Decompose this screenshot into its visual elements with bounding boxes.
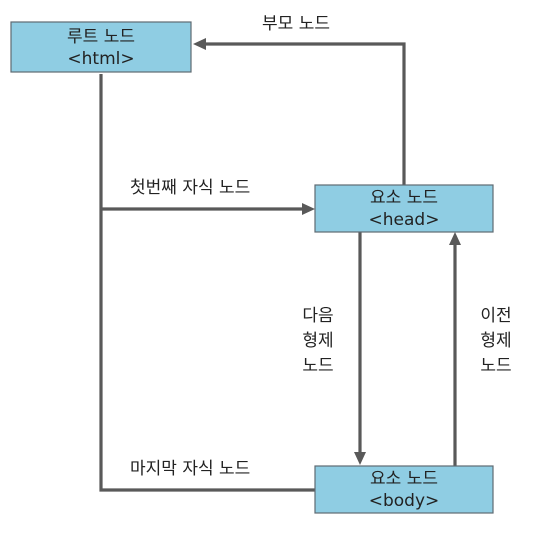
body-node-box — [314, 465, 494, 514]
next-sibling-arrowhead — [354, 452, 366, 465]
body-node-title: 요소 노드 — [370, 469, 438, 489]
next-sibling-label-line: 다음 — [302, 306, 333, 326]
next-sibling-label-line: 형제 — [302, 331, 333, 351]
next-sibling-edge-label: 다음 형제 노드 — [302, 306, 333, 376]
last-child-edge-label: 마지막 자식 노드 — [130, 459, 250, 479]
root-node: 루트 노드 <html> — [10, 21, 192, 73]
body-node-tag: <body> — [369, 491, 440, 511]
first-child-arrowhead — [302, 203, 315, 215]
edge-labels: 부모 노드 첫번째 자식 노드 마지막 자식 노드 다음 형제 노드 이전 형제… — [130, 14, 512, 479]
head-node-box — [314, 184, 494, 233]
next-sibling-label-line: 노드 — [302, 356, 333, 376]
parent-arrow-line — [206, 42, 406, 185]
previous-sibling-label-line: 이전 — [480, 306, 511, 326]
head-node-title: 요소 노드 — [370, 188, 438, 208]
head-node-tag: <head> — [369, 210, 440, 230]
root-node-tag: <html> — [67, 49, 134, 69]
root-trunk-line — [99, 74, 315, 492]
body-node: 요소 노드 <body> — [314, 465, 494, 514]
previous-sibling-label-line: 형제 — [480, 331, 511, 351]
previous-sibling-arrowhead — [449, 232, 461, 245]
root-node-box — [10, 21, 192, 73]
parent-edge-label: 부모 노드 — [262, 14, 330, 34]
head-node: 요소 노드 <head> — [314, 184, 494, 233]
previous-sibling-edge-label: 이전 형제 노드 — [480, 306, 511, 376]
connectors — [99, 38, 461, 492]
previous-sibling-label-line: 노드 — [480, 356, 511, 376]
first-child-edge-label: 첫번째 자식 노드 — [130, 178, 250, 198]
root-node-title: 루트 노드 — [67, 27, 135, 47]
parent-arrowhead — [193, 38, 206, 50]
